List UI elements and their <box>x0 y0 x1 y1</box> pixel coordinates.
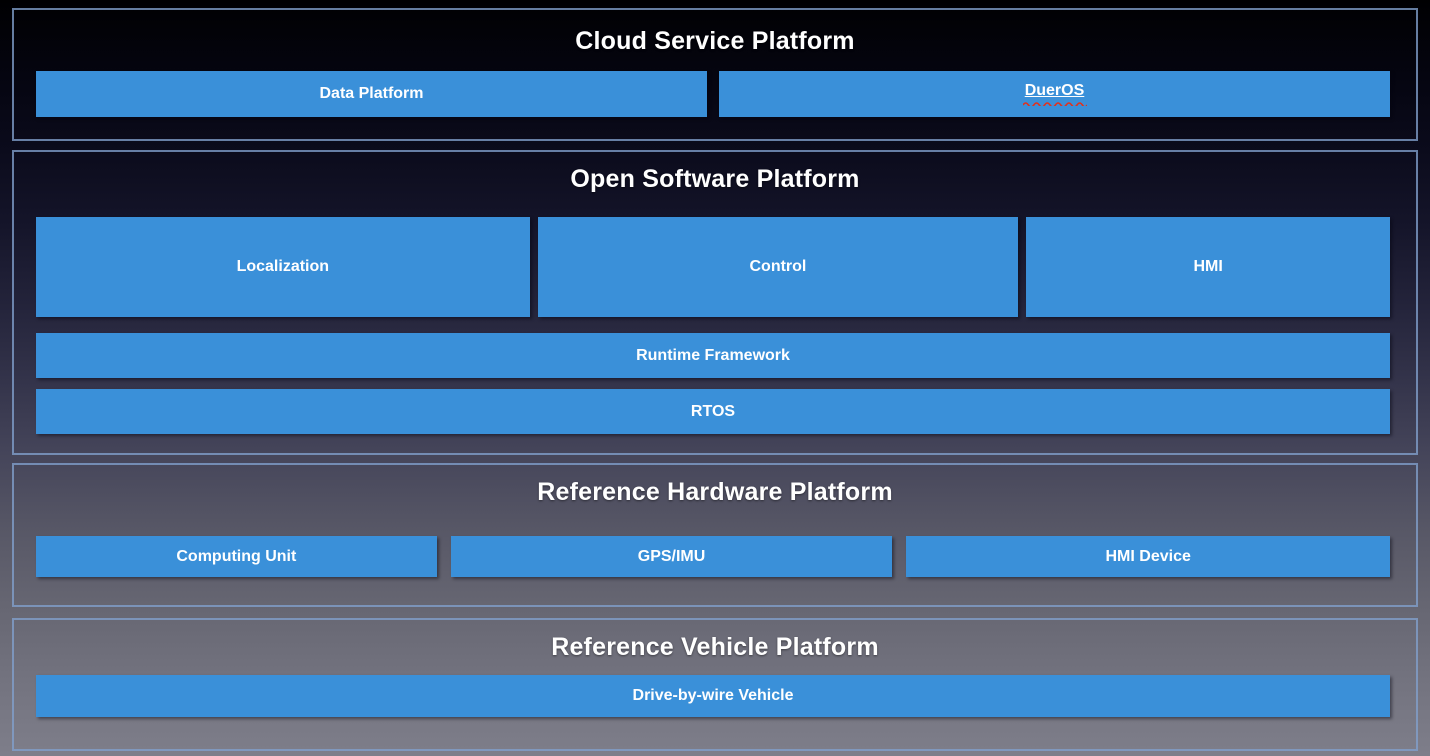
box-drive-by-wire-vehicle[interactable]: Drive-by-wire Vehicle <box>36 675 1390 717</box>
section-open-software-platform: Open Software Platform Localization Cont… <box>12 150 1418 455</box>
section-title-software: Open Software Platform <box>570 165 860 193</box>
vehicle-box-row: Drive-by-wire Vehicle <box>36 675 1390 717</box>
box-gps-imu[interactable]: GPS/IMU <box>450 536 893 577</box>
box-label-dueros: DuerOS <box>1024 82 1085 100</box>
box-hmi-device[interactable]: HMI Device <box>906 536 1391 577</box>
section-reference-vehicle-platform: Reference Vehicle Platform Drive-by-wire… <box>12 618 1418 751</box>
box-runtime-framework[interactable]: Runtime Framework <box>36 333 1390 378</box>
box-hmi[interactable]: HMI <box>1026 217 1390 317</box>
box-data-platform[interactable]: Data Platform <box>36 71 707 117</box>
spellcheck-squiggle-icon <box>1022 102 1087 106</box>
box-label-rtos: RTOS <box>690 402 736 420</box>
box-rtos[interactable]: RTOS <box>36 389 1390 434</box>
box-label-localization: Localization <box>236 258 330 275</box>
section-title-hardware: Reference Hardware Platform <box>537 478 893 506</box>
box-label-runtime-framework: Runtime Framework <box>636 346 790 364</box>
section-cloud-service-platform: Cloud Service Platform Data Platform Due… <box>12 8 1418 141</box>
box-dueros[interactable]: DuerOS <box>719 71 1390 117</box>
box-label-data-platform: Data Platform <box>319 85 424 102</box>
box-localization[interactable]: Localization <box>36 217 530 317</box>
section-title-vehicle: Reference Vehicle Platform <box>551 633 879 661</box>
section-title-cloud: Cloud Service Platform <box>575 27 855 55</box>
box-label-drive-by-wire: Drive-by-wire Vehicle <box>632 687 794 704</box>
box-label-computing-unit: Computing Unit <box>176 547 297 565</box>
software-modules-row: Localization Control HMI <box>36 217 1390 317</box>
rtos-row: RTOS <box>36 389 1390 434</box>
box-label-hmi: HMI <box>1193 258 1223 275</box>
cloud-boxes-row: Data Platform DuerOS <box>36 71 1390 117</box>
box-label-control: Control <box>749 258 807 275</box>
dueros-label-wrap: DuerOS <box>1022 82 1087 106</box>
box-control[interactable]: Control <box>537 217 1019 317</box>
runtime-framework-row: Runtime Framework <box>36 333 1390 378</box>
section-reference-hardware-platform: Reference Hardware Platform Computing Un… <box>12 463 1418 607</box>
hardware-boxes-row: Computing Unit GPS/IMU HMI Device <box>36 536 1391 577</box>
box-label-gps-imu: GPS/IMU <box>637 547 706 565</box>
box-computing-unit[interactable]: Computing Unit <box>36 536 437 577</box>
box-label-hmi-device: HMI Device <box>1105 547 1191 565</box>
